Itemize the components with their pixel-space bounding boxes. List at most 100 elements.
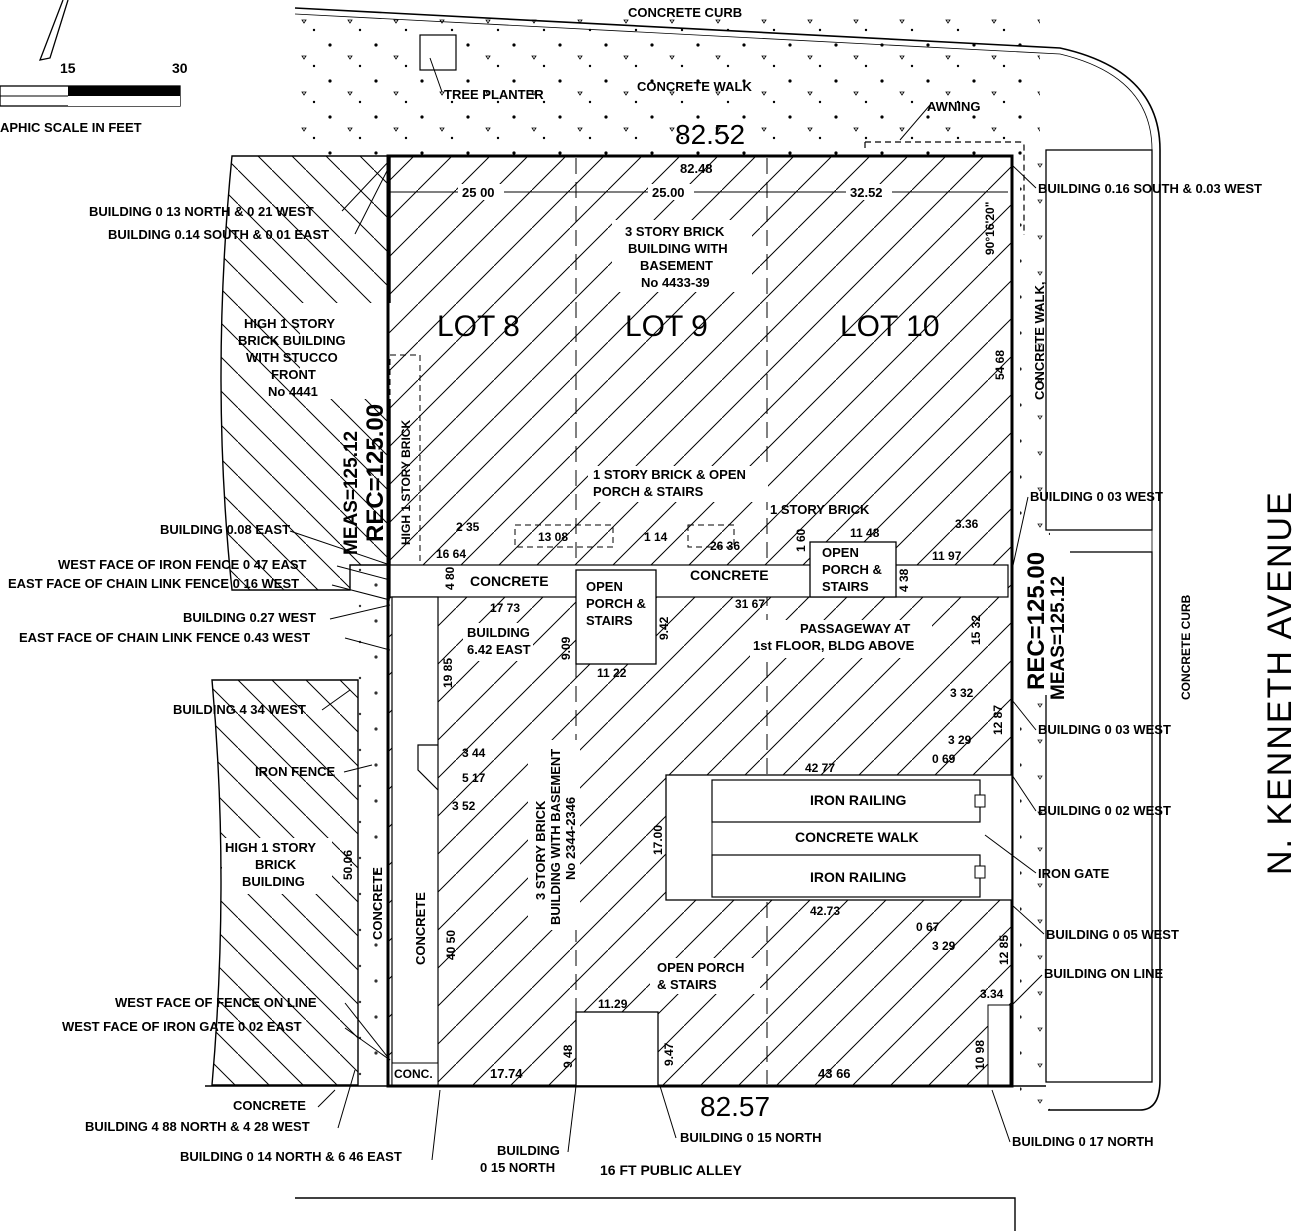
west-dim-5006: 50.06 bbox=[341, 850, 355, 880]
west-bldg-top-line5: No 4441 bbox=[268, 384, 318, 399]
dim-1773: 17 73 bbox=[490, 601, 520, 615]
left-note-13: BUILDING 4 88 NORTH & 4 28 WEST bbox=[85, 1119, 310, 1134]
lot-9-label: LOT 9 bbox=[625, 310, 708, 343]
open-porch-1-line2: PORCH & bbox=[586, 596, 646, 611]
concrete-walk-middle: CONCRETE WALK bbox=[795, 829, 919, 845]
dim-069: 0 69 bbox=[932, 752, 956, 766]
open-porch-2-line3: STAIRS bbox=[822, 579, 869, 594]
south-porch-line2: & STAIRS bbox=[657, 977, 717, 992]
dim-1308: 13 08 bbox=[538, 530, 568, 544]
top-seg-1: 25 00 bbox=[462, 185, 495, 200]
rear-bldg-line2: BUILDING WITH BASEMENT bbox=[548, 749, 563, 925]
dim-4273: 42.73 bbox=[810, 904, 840, 918]
rear-bldg-line1: 3 STORY BRICK bbox=[533, 800, 548, 900]
dim-909: 9.09 bbox=[559, 636, 573, 660]
left-notes: BUILDING 0 13 NORTH & 0 21 WEST BUILDING… bbox=[8, 159, 441, 1164]
dim-1700: 17.00 bbox=[651, 825, 665, 855]
right-note-4: BUILDING 0 02 WEST bbox=[1038, 803, 1171, 818]
dim-948: 9 48 bbox=[561, 1044, 575, 1068]
left-note-3: BUILDING 0.08 EAST bbox=[160, 522, 290, 537]
top-seg-3: 32.52 bbox=[850, 185, 883, 200]
east-meas-label: MEAS=125.12 bbox=[1048, 576, 1069, 700]
graphic-scale: 15 30 APHIC SCALE IN FEET bbox=[0, 0, 188, 135]
dim-4050: 40 50 bbox=[444, 930, 458, 960]
concrete-curb-label: CONCRETE CURB bbox=[628, 5, 742, 20]
dim-334: 3.34 bbox=[980, 987, 1004, 1001]
bottom-note-1-line1: BUILDING bbox=[497, 1143, 560, 1158]
left-note-11: WEST FACE OF IRON GATE 0 02 EAST bbox=[62, 1019, 302, 1034]
dim-2636: 26 36 bbox=[710, 539, 740, 553]
left-note-14: BUILDING 0 14 NORTH & 6 46 EAST bbox=[180, 1149, 402, 1164]
bldg-east-line2: 6.42 EAST bbox=[467, 642, 531, 657]
dim-1664: 16 64 bbox=[436, 547, 466, 561]
bottom-seg-2: 43 66 bbox=[818, 1066, 851, 1081]
left-note-5: EAST FACE OF CHAIN LINK FENCE 0 16 WEST bbox=[8, 576, 299, 591]
top-angle: 90°16'20" bbox=[983, 202, 997, 255]
scale-tick-30: 30 bbox=[172, 60, 188, 76]
scale-tick-15: 15 bbox=[60, 60, 76, 76]
right-note-8: BUILDING 0 17 NORTH bbox=[1012, 1134, 1154, 1149]
south-porch-line1: OPEN PORCH bbox=[657, 960, 744, 975]
dim-4277: 42 77 bbox=[805, 761, 835, 775]
bottom-note-2: BUILDING 0 15 NORTH bbox=[680, 1130, 822, 1145]
main-bldg-line4: No 4433-39 bbox=[641, 275, 710, 290]
west-meas-label: MEAS=125.12 bbox=[341, 431, 362, 555]
dim-067: 0 67 bbox=[916, 920, 940, 934]
west-buildings: HIGH 1 STORY BRICK BUILDING WITH STUCCO … bbox=[211, 155, 400, 1086]
bldg-east-line1: BUILDING bbox=[467, 625, 530, 640]
right-note-3: BUILDING 0 03 WEST bbox=[1038, 722, 1171, 737]
dim-1532: 15 32 bbox=[969, 615, 983, 645]
open-porch-2-line2: PORCH & bbox=[822, 562, 882, 577]
right-notes: BUILDING 0.16 SOUTH & 0.03 WEST BUILDING… bbox=[984, 164, 1262, 1149]
dim-1122: 11 22 bbox=[597, 666, 627, 680]
right-note-2: BUILDING 0 03 WEST bbox=[1030, 489, 1163, 504]
left-note-2: BUILDING 0.14 SOUTH & 0 01 EAST bbox=[108, 227, 329, 242]
open-porch-1-line1: OPEN bbox=[586, 579, 623, 594]
left-note-7: EAST FACE OF CHAIN LINK FENCE 0.43 WEST bbox=[19, 630, 310, 645]
concrete-band-1: CONCRETE bbox=[470, 573, 549, 589]
alley-label: 16 FT PUBLIC ALLEY bbox=[600, 1162, 742, 1178]
dim-235: 2 35 bbox=[456, 520, 480, 534]
west-concrete-strip-label: CONCRETE bbox=[370, 867, 385, 940]
dim-336: 3.36 bbox=[955, 517, 979, 531]
street-name: N. KENNETH AVENUE bbox=[1261, 490, 1296, 875]
dim-1287: 12 87 bbox=[991, 705, 1005, 735]
dim-352: 3 52 bbox=[452, 799, 476, 813]
left-note-12: CONCRETE bbox=[233, 1098, 306, 1113]
dim-329a: 3 29 bbox=[948, 733, 972, 747]
tree-planter bbox=[419, 34, 457, 71]
iron-railing-1: IRON RAILING bbox=[810, 792, 907, 808]
west-bldg-top-line4: FRONT bbox=[271, 367, 316, 382]
bottom-seg-1: 17.74 bbox=[490, 1066, 523, 1081]
top-seg-2: 25.00 bbox=[652, 185, 685, 200]
west-bldg-top-line1: HIGH 1 STORY bbox=[244, 316, 335, 331]
lot-10-label: LOT 10 bbox=[840, 310, 940, 343]
east-dim-5468: 54 68 bbox=[993, 350, 1007, 380]
passage-line2: 1st FLOOR, BLDG ABOVE bbox=[753, 638, 915, 653]
main-bldg-line2: BUILDING WITH bbox=[628, 241, 728, 256]
open-porch-1-line3: STAIRS bbox=[586, 613, 633, 628]
left-note-9: IRON FENCE bbox=[255, 764, 336, 779]
left-note-10: WEST FACE OF FENCE ON LINE bbox=[115, 995, 317, 1010]
dim-160: 1 60 bbox=[794, 528, 808, 552]
left-note-1: BUILDING 0 13 NORTH & 0 21 WEST bbox=[89, 204, 314, 219]
subject-parcel: HIGH 1 STORY BRICK 3 STORY BRICK BUILDIN… bbox=[341, 119, 1070, 1088]
tree-planter-label: TREE PLANTER bbox=[444, 87, 544, 102]
left-note-8: BUILDING 4 34 WEST bbox=[173, 702, 306, 717]
main-bldg-line1: 3 STORY BRICK bbox=[625, 224, 725, 239]
dim-942: 9.42 bbox=[657, 616, 671, 640]
dim-114: 1 14 bbox=[644, 530, 668, 544]
dim-438: 4 38 bbox=[897, 568, 911, 592]
scale-label: APHIC SCALE IN FEET bbox=[0, 120, 142, 135]
dim-3167: 31 67 bbox=[735, 597, 765, 611]
dim-1285: 12 85 bbox=[997, 935, 1011, 965]
dim-947: 9.47 bbox=[662, 1042, 676, 1066]
interior-dimensions: 2 35 13 08 1 14 26 36 1 60 11 48 3.36 16… bbox=[436, 517, 1005, 960]
dim-329b: 3 29 bbox=[932, 939, 956, 953]
alley: 82.57 16 FT PUBLIC ALLEY BUILDING 0 15 N… bbox=[205, 1085, 1046, 1231]
east-concrete-curb-label: CONCRETE CURB bbox=[1179, 594, 1193, 700]
main-bldg-line3: BASEMENT bbox=[640, 258, 713, 273]
west-bldg-bot-line1: HIGH 1 STORY bbox=[225, 840, 316, 855]
brick-note: 1 STORY BRICK bbox=[770, 502, 870, 517]
